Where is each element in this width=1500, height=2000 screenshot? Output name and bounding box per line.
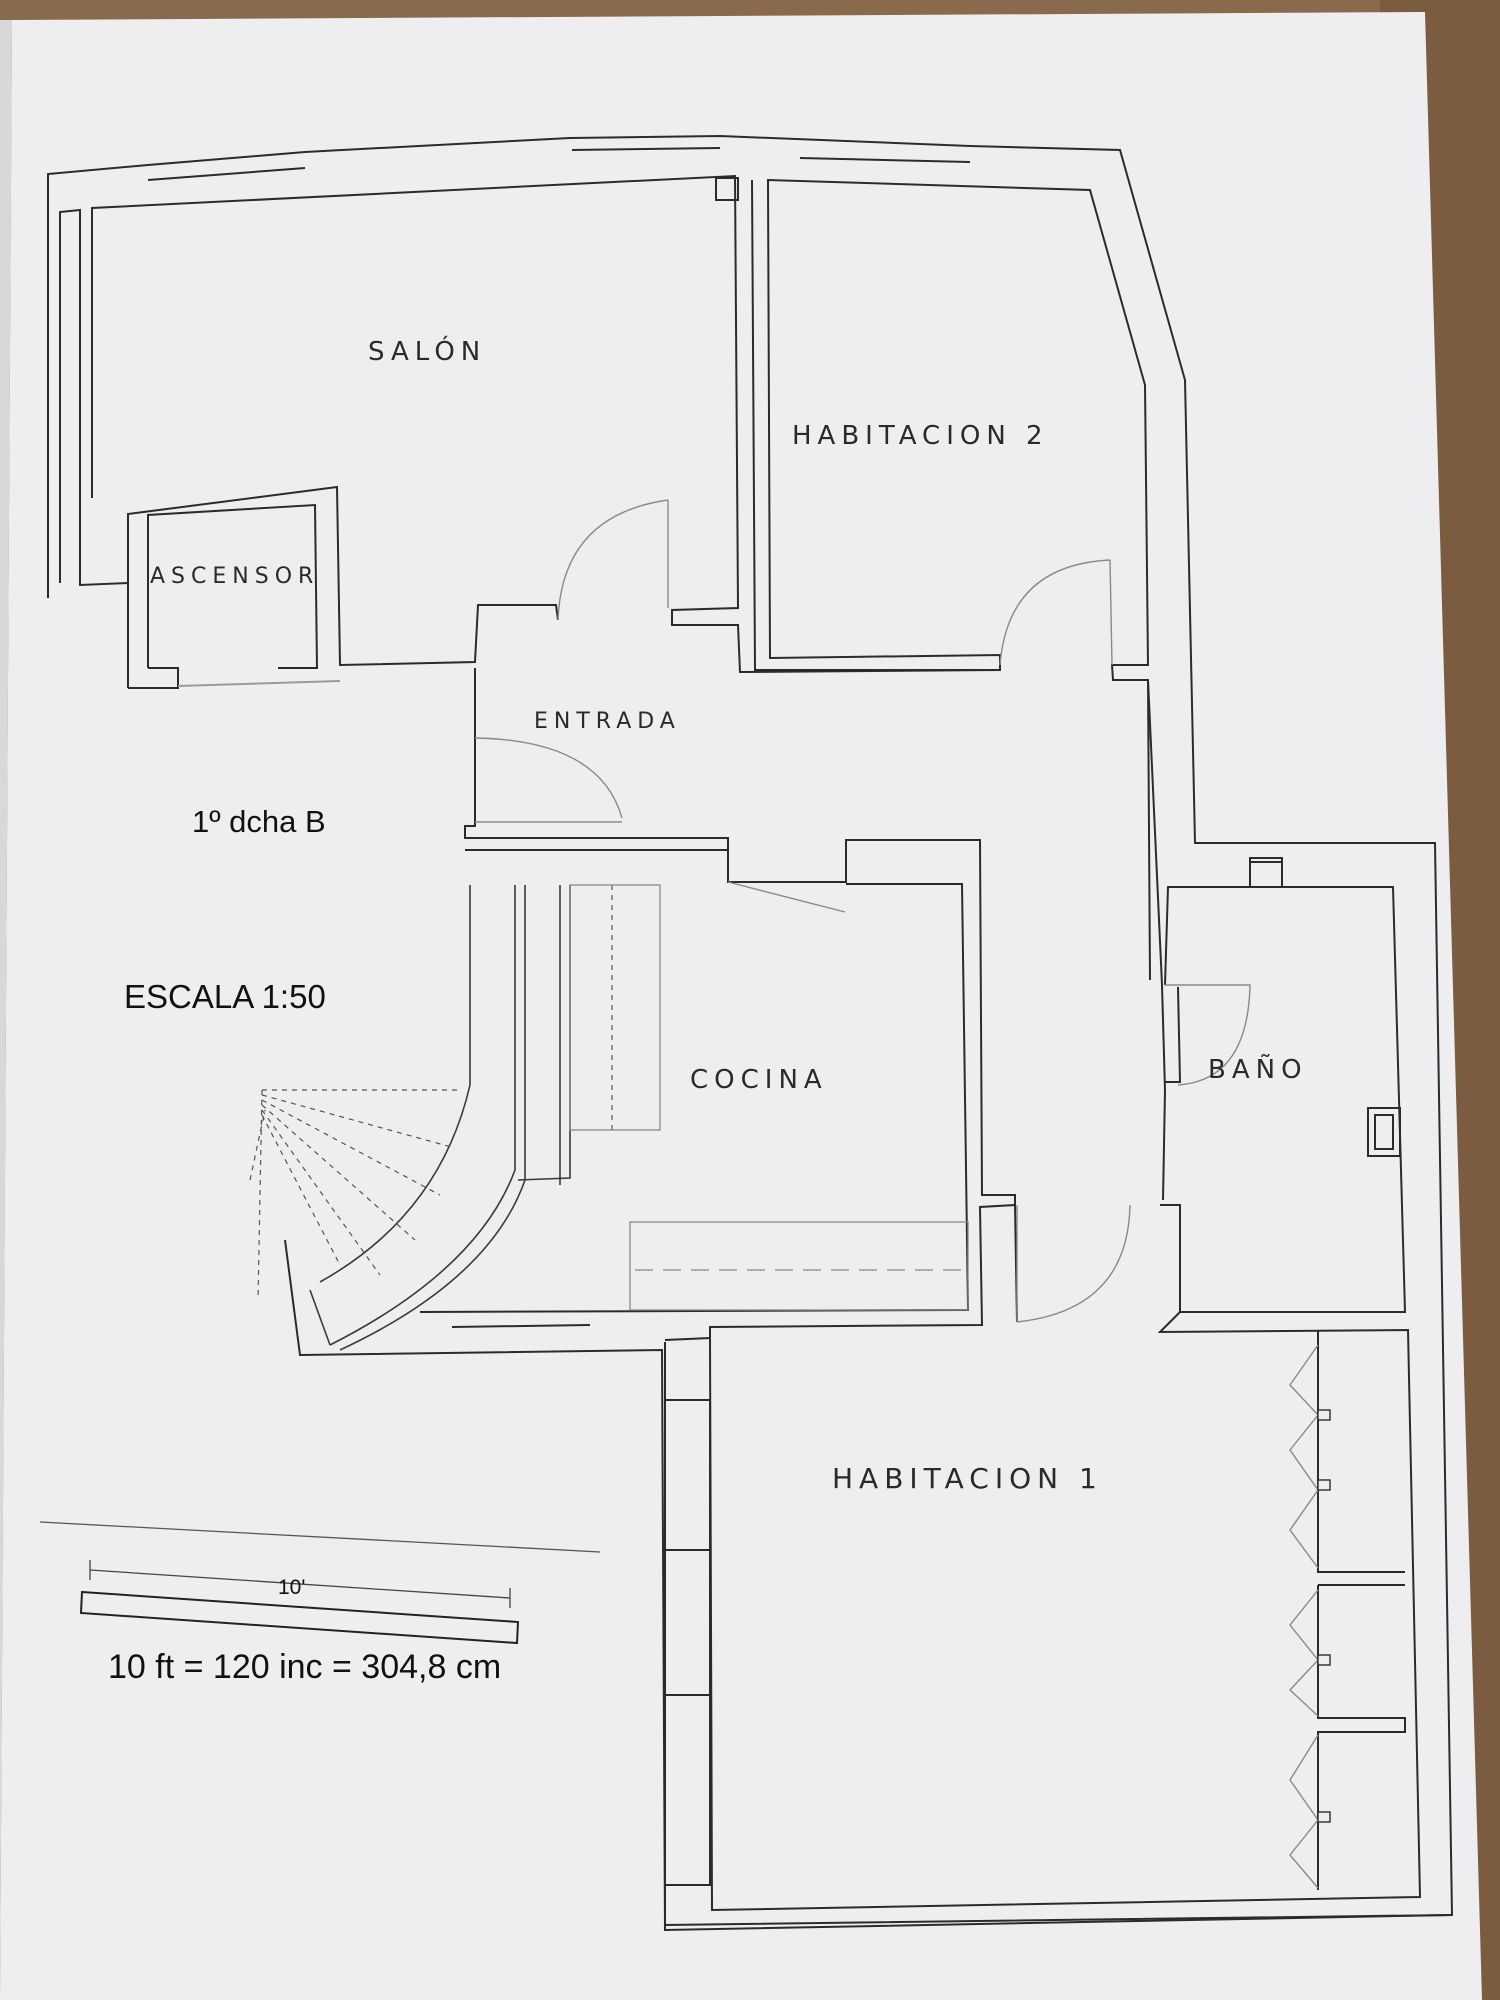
habitacion1-inner: [709, 1311, 1422, 1912]
door-hab2-arc: [999, 559, 1111, 666]
wardrobe-divider-2: [1317, 1585, 1406, 1890]
column: [715, 177, 739, 201]
label-habitacion2: HABITACION 2: [792, 421, 1049, 451]
walls: [47, 134, 1454, 1932]
counter-south: [629, 1221, 969, 1311]
scale-bar: [79, 1590, 520, 1645]
door-entrada-arc: [474, 737, 623, 819]
window-cocina: [451, 1324, 591, 1328]
label-habitacion1: HABITACION 1: [832, 1462, 1103, 1495]
door-salon-arc: [557, 499, 669, 621]
outer-wall: [47, 134, 1454, 1932]
label-salon: SALÓN: [368, 335, 486, 367]
window-west-3: [664, 1694, 711, 1886]
conversion-label: 10 ft = 120 inc = 304,8 cm: [108, 1648, 501, 1686]
stair-curve-2: [329, 885, 516, 1346]
doors: [474, 499, 1251, 1323]
window-north-1: [147, 167, 306, 181]
bano-shaft-inner: [1374, 1114, 1394, 1150]
bano-jamb: [1165, 986, 1182, 1083]
salon-wall-inner: [91, 174, 1001, 674]
bano-shaft: [1367, 1107, 1401, 1157]
ascensor-door-line: [177, 680, 341, 687]
unit-label: 1º dcha B: [192, 804, 326, 839]
corridor-wall: [1147, 679, 1167, 1201]
ascensor-door-jamb: [128, 667, 179, 689]
paper-sheet: [0, 12, 1482, 2000]
door-cocina-leaf: [727, 881, 846, 913]
door-hab1-arc: [1016, 1204, 1131, 1323]
scale-bar-label: 10': [278, 1576, 305, 1599]
label-ascensor: ASCENSOR: [150, 564, 319, 589]
scale-bar-group: [39, 1521, 601, 1645]
stair-curve-3: [339, 885, 526, 1351]
door-hab2-leaf: [1109, 559, 1113, 666]
label-bano: BAÑO: [1208, 1053, 1308, 1085]
ascensor-inner: [147, 503, 319, 669]
cocina-walls: [464, 668, 1016, 1341]
habitacion2-walls: [751, 178, 1151, 981]
window-north-2: [571, 147, 721, 151]
door-bano: [1165, 984, 1251, 1086]
dimension-line: [89, 1569, 511, 1599]
stair-end: [309, 1289, 331, 1346]
wardrobe-handles: [1317, 1409, 1331, 1823]
window-bano: [1249, 861, 1283, 888]
west-wall-inner: [59, 208, 129, 587]
divider-line: [39, 1521, 601, 1553]
window-north-3: [799, 157, 971, 163]
stair-curve-1: [319, 885, 471, 1283]
label-entrada: ENTRADA: [534, 709, 681, 734]
stair-steps: [249, 885, 613, 1301]
paper-underlay: [0, 20, 12, 2000]
scale-label: ESCALA 1:50: [124, 978, 326, 1015]
counter-north: [569, 884, 661, 1131]
cocina-counters: [569, 884, 969, 1311]
cocina-inner: [419, 883, 970, 1313]
label-cocina: COCINA: [690, 1065, 828, 1095]
ascensor-wall: [127, 485, 559, 688]
